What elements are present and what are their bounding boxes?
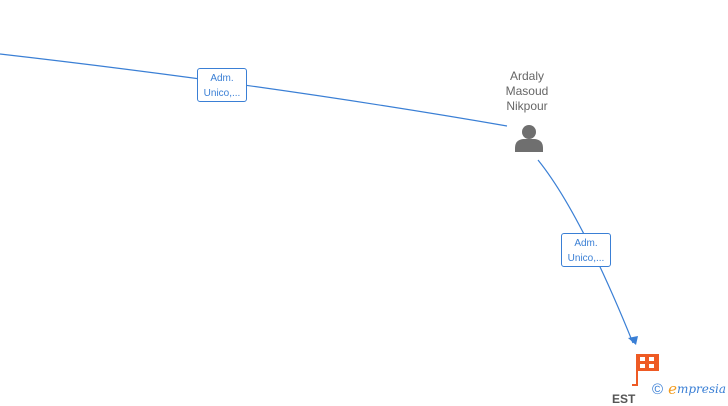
empresia-watermark: © e mpresia xyxy=(650,379,728,399)
edge-line-to-company xyxy=(537,159,634,344)
person-name-line: Nikpour xyxy=(506,99,548,113)
edge-line-upstream xyxy=(0,53,508,127)
brand-logo-text: mpresia xyxy=(676,382,727,396)
copyright-icon: © xyxy=(652,380,664,398)
edge-label-line: Unico,... xyxy=(567,253,605,264)
edge-arrowhead xyxy=(628,336,638,345)
person-name-line: Ardaly xyxy=(509,69,544,83)
building-icon[interactable] xyxy=(632,354,659,386)
edge-label-to-company[interactable]: Adm. Unico,... xyxy=(561,233,611,267)
edge-label-line: Adm. xyxy=(574,238,598,249)
company-name-label: EST xyxy=(612,392,636,406)
person-name-line: Masoud xyxy=(505,84,549,98)
person-icon[interactable] xyxy=(515,125,543,152)
edge-label-line: Unico,... xyxy=(203,88,241,99)
edge-label-line: Adm. xyxy=(210,73,234,84)
person-name-label: Ardaly Masoud Nikpour xyxy=(497,69,557,114)
brand-logo-letter: e xyxy=(668,380,677,398)
edge-label-upstream[interactable]: Adm. Unico,... xyxy=(197,68,247,102)
